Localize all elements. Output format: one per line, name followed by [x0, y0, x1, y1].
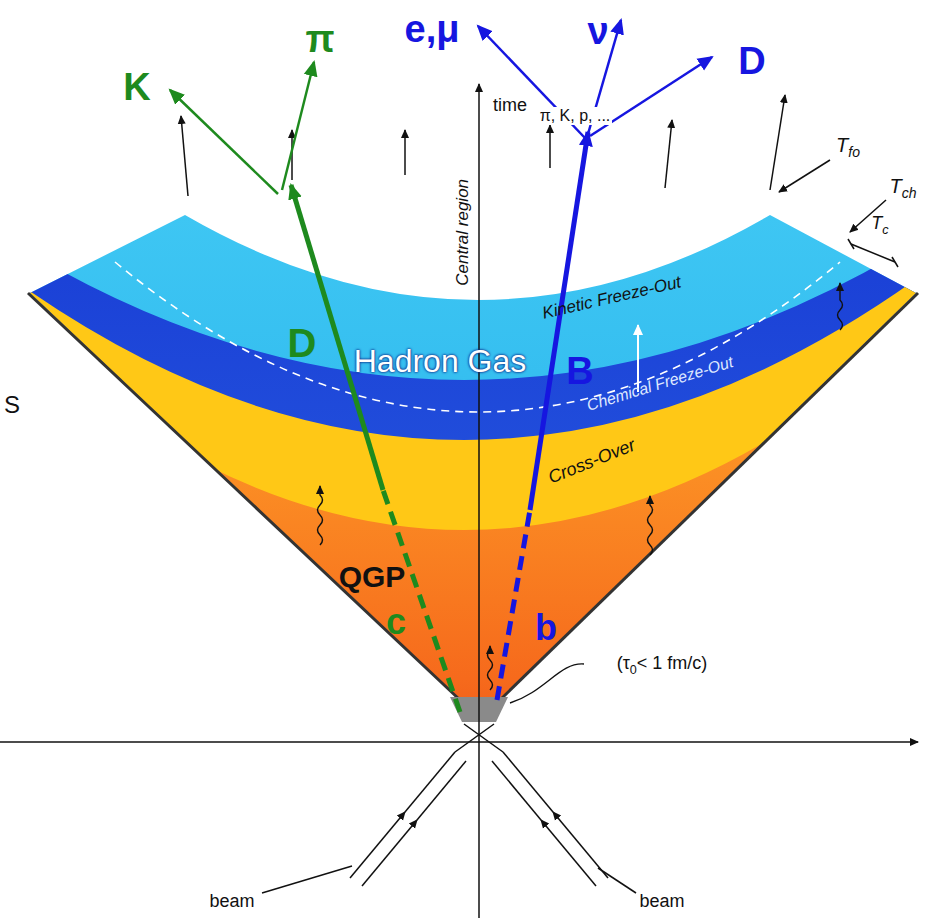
particle-label: e,μ: [405, 9, 460, 51]
pion-track: [282, 62, 314, 190]
axis-label: time: [493, 96, 527, 116]
particle-label: B: [566, 351, 593, 393]
particle-label: D: [288, 321, 317, 365]
temperature-label: Tch: [889, 175, 916, 201]
light-cone: [500, 293, 918, 700]
temperature-label: Tfo: [836, 134, 860, 160]
charm-quark-track: [383, 490, 460, 712]
beauty-quark-track: [497, 510, 530, 700]
beam-label: beam: [209, 892, 254, 912]
beam-label: beam: [639, 892, 684, 912]
axis-label: Central region: [454, 179, 473, 286]
b-meson-track: [530, 132, 588, 510]
temperature-pointers: [779, 160, 898, 267]
time-axis: [478, 84, 480, 918]
particle-label: D: [738, 41, 765, 83]
particle-label: K: [123, 67, 150, 109]
beam-lines: [262, 724, 636, 893]
photon-arrows: [318, 283, 843, 690]
phase-label: QGP: [339, 560, 406, 593]
temperature-label: Tc: [871, 214, 888, 237]
particle-label: π: [305, 19, 334, 61]
formation-time-label: (τ0< 1 fm/c): [617, 654, 708, 677]
callout-line: [510, 664, 584, 703]
hadron-label: π, K, p, ...: [538, 107, 613, 125]
quark-label: b: [535, 608, 557, 648]
kaon-track: [170, 90, 278, 194]
space-axis: [0, 741, 918, 743]
edge-label: S: [4, 392, 20, 418]
particle-label: ν: [587, 11, 608, 53]
phase-label: Hadron Gas: [354, 344, 527, 379]
hadron-emission-arrows: [181, 95, 785, 196]
quark-label: c: [386, 602, 406, 642]
